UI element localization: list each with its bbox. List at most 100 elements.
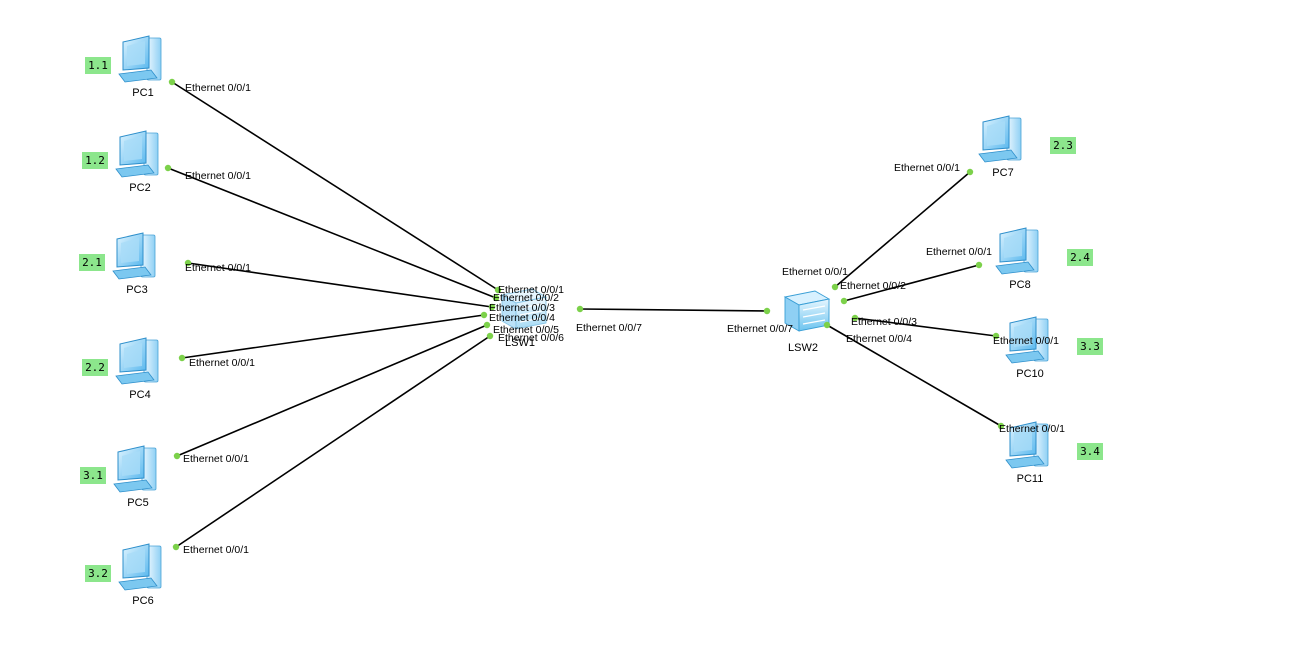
port-label-PC8: Ethernet 0/0/1 bbox=[926, 246, 992, 258]
port-dot bbox=[840, 297, 848, 305]
link-LSW2-PC11[interactable] bbox=[826, 324, 1002, 427]
port-dot bbox=[483, 321, 491, 329]
address-tag: 3.2 bbox=[85, 565, 111, 582]
pc-screen bbox=[121, 238, 139, 263]
switch-icon bbox=[783, 290, 831, 332]
address-tag-background bbox=[85, 57, 111, 74]
link-LSW1-LSW2[interactable] bbox=[579, 308, 768, 312]
address-tag-text: 1.1 bbox=[88, 59, 108, 72]
pc-icon bbox=[118, 35, 162, 83]
port-dot bbox=[488, 303, 496, 311]
device-pc7[interactable]: PC7 2.3 bbox=[978, 115, 1076, 179]
port-label-LSW1: Ethernet 0/0/2 bbox=[493, 292, 559, 304]
port-label-LSW1: Ethernet 0/0/6 bbox=[498, 332, 564, 344]
switch-arrow bbox=[519, 310, 543, 316]
device-label: PC5 bbox=[127, 497, 148, 509]
port-dot bbox=[492, 294, 500, 302]
device-lsw2[interactable]: LSW2 bbox=[783, 290, 831, 354]
port-dot bbox=[823, 321, 831, 329]
address-tag-background bbox=[82, 152, 108, 169]
links-layer bbox=[167, 81, 1002, 548]
address-tag-text: 3.1 bbox=[83, 469, 103, 482]
port-dot bbox=[831, 283, 839, 291]
switch-arrow bbox=[802, 305, 826, 311]
address-tag-background bbox=[80, 467, 106, 484]
device-label: PC7 bbox=[992, 167, 1013, 179]
address-tag-text: 2.1 bbox=[82, 256, 102, 269]
link-PC1-LSW1[interactable] bbox=[171, 81, 499, 291]
pc-icon bbox=[112, 232, 156, 280]
address-tag: 2.2 bbox=[82, 359, 108, 376]
address-tag-background bbox=[1077, 443, 1103, 460]
link-LSW2-PC7[interactable] bbox=[834, 171, 971, 288]
port-label-LSW2: Ethernet 0/0/7 bbox=[727, 323, 793, 335]
pc-screen bbox=[1004, 233, 1022, 258]
pc-screen bbox=[127, 41, 145, 66]
port-dot bbox=[576, 305, 584, 313]
address-tag-text: 3.4 bbox=[1080, 445, 1100, 458]
port-dot bbox=[975, 261, 983, 269]
link-LSW2-PC8[interactable] bbox=[843, 264, 980, 302]
port-dot bbox=[184, 259, 192, 267]
device-lsw1[interactable]: LSW1 bbox=[500, 288, 548, 349]
device-pc8[interactable]: PC8 2.4 bbox=[995, 227, 1093, 291]
device-label: PC1 bbox=[132, 87, 153, 99]
device-pc10[interactable]: PC10 3.3 bbox=[1005, 316, 1103, 380]
port-dots-layer bbox=[164, 78, 1005, 551]
device-pc5[interactable]: PC5 3.1 bbox=[80, 445, 157, 509]
port-dot bbox=[178, 354, 186, 362]
device-label: PC8 bbox=[1009, 279, 1030, 291]
link-PC6-LSW1[interactable] bbox=[175, 335, 491, 548]
pc-keyboard bbox=[995, 261, 1035, 275]
port-label-LSW1: Ethernet 0/0/5 bbox=[493, 324, 559, 336]
port-label-LSW2: Ethernet 0/0/1 bbox=[782, 266, 848, 278]
address-tag-text: 2.4 bbox=[1070, 251, 1090, 264]
device-pc6[interactable]: PC6 3.2 bbox=[85, 543, 162, 607]
address-tag-text: 3.2 bbox=[88, 567, 108, 580]
pc-icon bbox=[1005, 421, 1049, 469]
port-label-LSW1: Ethernet 0/0/4 bbox=[489, 312, 555, 324]
address-tag: 3.3 bbox=[1077, 338, 1103, 355]
port-dot bbox=[172, 543, 180, 551]
device-pc1[interactable]: PC1 1.1 bbox=[85, 35, 162, 99]
port-dot bbox=[851, 314, 859, 322]
port-dot bbox=[992, 332, 1000, 340]
address-tag: 2.3 bbox=[1050, 137, 1076, 154]
device-label: PC10 bbox=[1016, 368, 1044, 380]
port-label-PC11: Ethernet 0/0/1 bbox=[999, 423, 1065, 435]
link-PC5-LSW1[interactable] bbox=[176, 324, 488, 457]
address-tag-background bbox=[1077, 338, 1103, 355]
link-LSW2-PC10[interactable] bbox=[854, 317, 997, 337]
port-dot bbox=[173, 452, 181, 460]
device-label: PC4 bbox=[129, 389, 150, 401]
pc-icon bbox=[115, 337, 159, 385]
port-dot bbox=[763, 307, 771, 315]
device-label: LSW2 bbox=[788, 342, 818, 354]
pc-screen bbox=[127, 549, 145, 574]
pc-screen bbox=[124, 136, 142, 161]
address-tag: 1.1 bbox=[85, 57, 111, 74]
pc-screen bbox=[1014, 322, 1032, 347]
pc-keyboard bbox=[1005, 455, 1045, 469]
port-dot bbox=[164, 164, 172, 172]
device-pc4[interactable]: PC4 2.2 bbox=[82, 337, 159, 401]
link-PC3-LSW1[interactable] bbox=[187, 262, 493, 308]
link-PC2-LSW1[interactable] bbox=[167, 167, 497, 299]
port-dot bbox=[966, 168, 974, 176]
link-PC4-LSW1[interactable] bbox=[181, 314, 485, 359]
address-tag: 2.1 bbox=[79, 254, 105, 271]
address-tag-background bbox=[79, 254, 105, 271]
pc-icon bbox=[995, 227, 1039, 275]
address-tag-background bbox=[82, 359, 108, 376]
pc-icon bbox=[113, 445, 157, 493]
address-tag-background bbox=[85, 565, 111, 582]
device-label: PC2 bbox=[129, 182, 150, 194]
pc-screen bbox=[987, 121, 1005, 146]
port-dot bbox=[168, 78, 176, 86]
port-label-LSW2: Ethernet 0/0/4 bbox=[846, 333, 912, 345]
device-label: PC6 bbox=[132, 595, 153, 607]
